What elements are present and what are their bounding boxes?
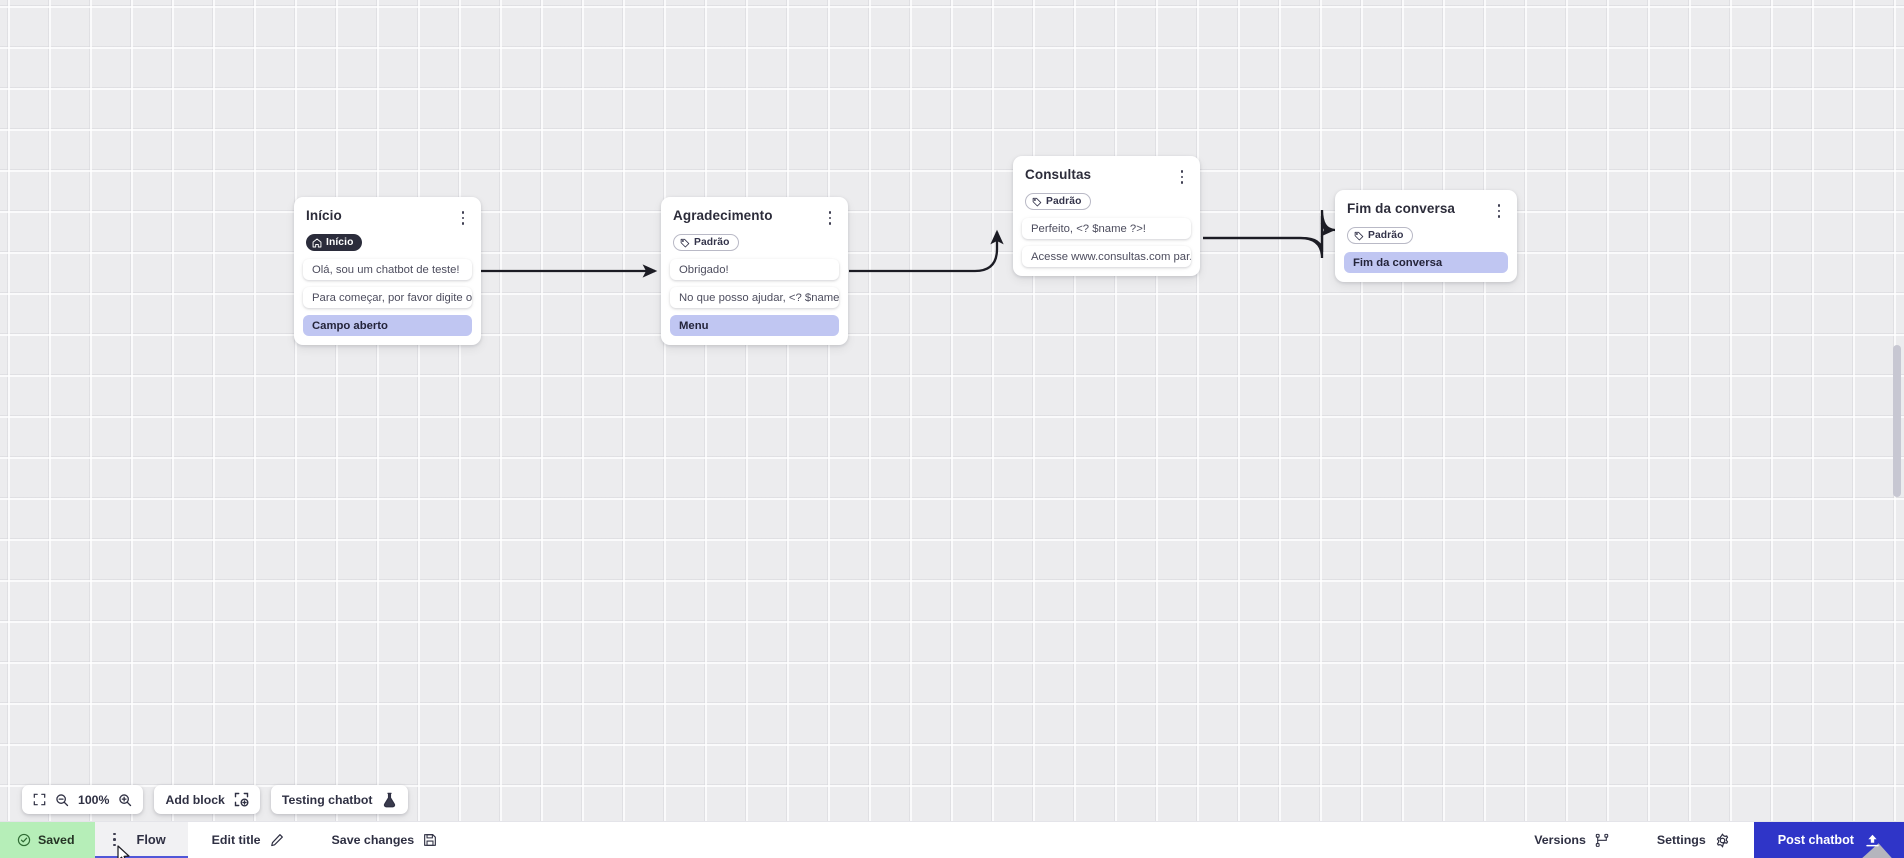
status-bar-right: Versions Settings [1510,822,1904,858]
zoom-controls: 100% [22,785,144,814]
block-title: Fim da conversa [1347,201,1456,216]
badge-label: Padrão [694,237,730,248]
block-rows: Fim da conversa [1335,244,1517,273]
gear-icon [1715,833,1730,848]
block-badges: Início [294,227,481,251]
block-badges: Padrão [1335,220,1517,244]
block-rows: Olá, sou um chatbot de teste! Para começ… [294,251,481,336]
block-title: Agradecimento [673,208,773,223]
badge-start[interactable]: Início [306,234,362,251]
badge-label: Padrão [1368,230,1404,241]
badge-default[interactable]: Padrão [673,234,739,251]
tab-flow[interactable]: Flow [94,822,188,858]
check-circle-icon [17,833,31,847]
add-block-button[interactable]: Add block [154,785,260,814]
block-header: Fim da conversa [1335,190,1517,220]
versions-button[interactable]: Versions [1510,822,1633,858]
edge-consultas-fim-tail [1203,215,1336,253]
block-menu-button[interactable] [822,209,838,227]
testing-chatbot-label: Testing chatbot [281,792,373,807]
status-bar: Saved Flow Edit title Save changes [0,821,1904,858]
block-card-consultas[interactable]: Consultas Padrão Perfeito, <? $name ?>! … [1013,156,1200,276]
badge-label: Padrão [1046,196,1082,207]
block-rows: Obrigado! No que posso ajudar, <? $name … [661,251,848,336]
zoom-in-icon[interactable] [118,793,132,807]
flow-edges [481,209,1336,278]
home-icon [312,238,322,248]
edge-consultas-fim [1203,209,1336,259]
block-title: Início [306,208,342,223]
vertical-scrollbar[interactable] [1891,0,1904,822]
zoom-level-label: 100% [78,792,110,807]
post-chatbot-button[interactable]: Post chatbot [1753,822,1904,858]
branch-icon [1595,833,1609,848]
block-row-action[interactable]: Fim da conversa [1344,252,1508,273]
block-menu-button[interactable] [1174,168,1190,186]
testing-chatbot-button[interactable]: Testing chatbot [270,785,408,814]
block-card-inicio[interactable]: Início Início Olá, sou um chatbot de tes… [294,197,481,345]
block-row-message[interactable]: Obrigado! [670,259,839,280]
tag-icon [1032,197,1042,207]
saved-status-badge: Saved [0,822,95,858]
save-changes-button[interactable]: Save changes [308,822,462,858]
edit-title-button[interactable]: Edit title [188,822,308,858]
save-changes-label: Save changes [331,833,415,847]
block-title: Consultas [1025,167,1092,182]
settings-button[interactable]: Settings [1633,822,1754,858]
post-chatbot-label: Post chatbot [1777,833,1854,847]
add-block-icon [234,792,249,807]
block-row-message[interactable]: Para começar, por favor digite o ... [303,287,472,308]
add-block-label: Add block [165,792,225,807]
block-row-message[interactable]: Perfeito, <? $name ?>! [1022,218,1191,239]
block-badges: Padrão [661,227,848,251]
upload-icon [1865,833,1880,848]
block-row-message[interactable]: No que posso ajudar, <? $name ... [670,287,839,308]
block-header: Início [294,197,481,227]
vertical-scrollbar-thumb[interactable] [1893,345,1901,497]
badge-label: Início [326,237,354,248]
saved-label: Saved [38,833,75,847]
block-badges: Padrão [1013,186,1200,210]
settings-label: Settings [1656,833,1706,847]
edit-title-label: Edit title [211,833,261,847]
block-menu-button[interactable] [1491,202,1507,220]
block-card-agradecimento[interactable]: Agradecimento Padrão Obrigado! No que po… [661,197,848,345]
pencil-icon [270,833,284,847]
fit-screen-icon[interactable] [33,793,46,806]
flow-canvas[interactable]: Início Início Olá, sou um chatbot de tes… [0,0,1904,822]
badge-default[interactable]: Padrão [1025,193,1091,210]
zoom-out-icon[interactable] [55,793,69,807]
drag-handle-icon[interactable] [107,831,123,849]
block-row-action[interactable]: Menu [670,315,839,336]
flask-icon [382,792,397,808]
versions-label: Versions [1534,833,1586,847]
block-row-message[interactable]: Olá, sou um chatbot de teste! [303,259,472,280]
tag-icon [680,238,690,248]
badge-default[interactable]: Padrão [1347,227,1413,244]
status-bar-left: Saved Flow Edit title Save changes [0,822,461,858]
canvas-toolbar: 100% Add block Testing chatbot [22,785,408,814]
block-card-fim-da-conversa[interactable]: Fim da conversa Padrão Fim da conversa [1335,190,1517,282]
edge-agradecimento-consultas [849,229,1004,273]
block-row-action[interactable]: Campo aberto [303,315,472,336]
tab-flow-label: Flow [136,831,166,847]
block-header: Agradecimento [661,197,848,227]
block-menu-button[interactable] [455,209,471,227]
save-disk-icon [423,833,437,847]
block-header: Consultas [1013,156,1200,186]
block-rows: Perfeito, <? $name ?>! Acesse www.consul… [1013,210,1200,267]
block-row-message[interactable]: Acesse www.consultas.com par... [1022,246,1191,267]
tag-icon [1354,231,1364,241]
